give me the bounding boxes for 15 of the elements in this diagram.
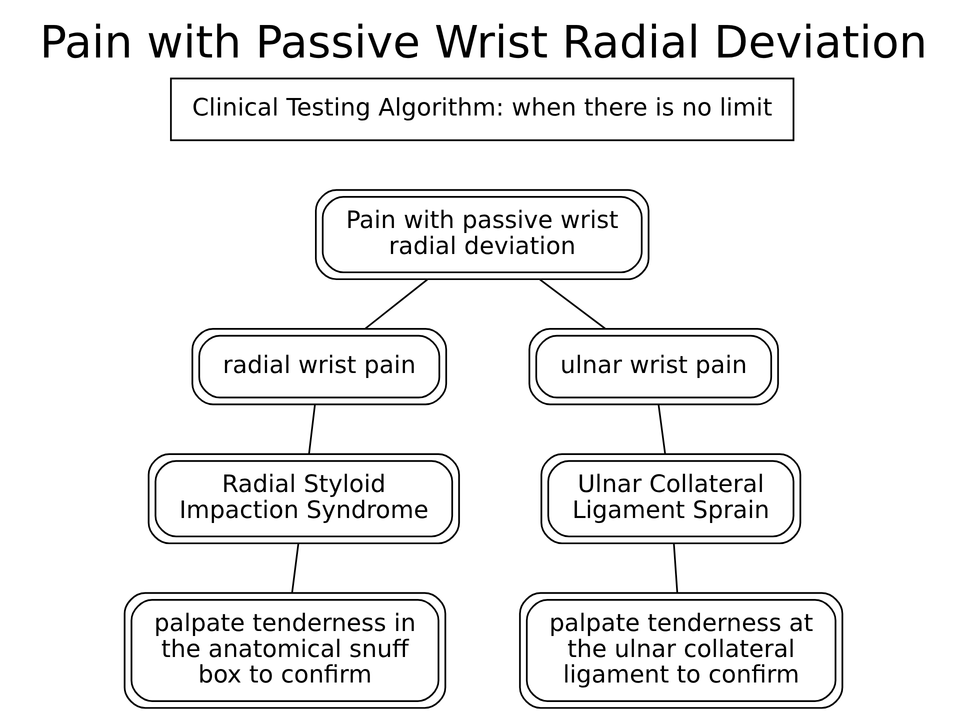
connector	[672, 543, 678, 593]
node-box: Radial Styloid Impaction Syndrome	[147, 453, 460, 544]
connector	[657, 404, 666, 454]
connector	[308, 404, 316, 454]
node-box: Clinical Testing Algorithm: when there is no limit	[170, 78, 794, 142]
node-box: Pain with passive wrist radial deviation	[314, 189, 649, 280]
node-box: radial wrist pain	[191, 328, 447, 406]
node-box: palpate tenderness in the anatomical snuff box to confirm	[123, 592, 446, 709]
connector	[364, 278, 428, 330]
node-box: Ulnar Collateral Ligament Sprain	[540, 453, 801, 544]
diagram-title: Pain with Passive Wrist Radial Deviation	[39, 16, 927, 69]
connector	[290, 543, 299, 593]
node-box: ulnar wrist pain	[528, 328, 778, 406]
node-box: palpate tenderness at the ulnar collateral ligament to confirm	[518, 592, 843, 709]
connector	[538, 278, 606, 330]
